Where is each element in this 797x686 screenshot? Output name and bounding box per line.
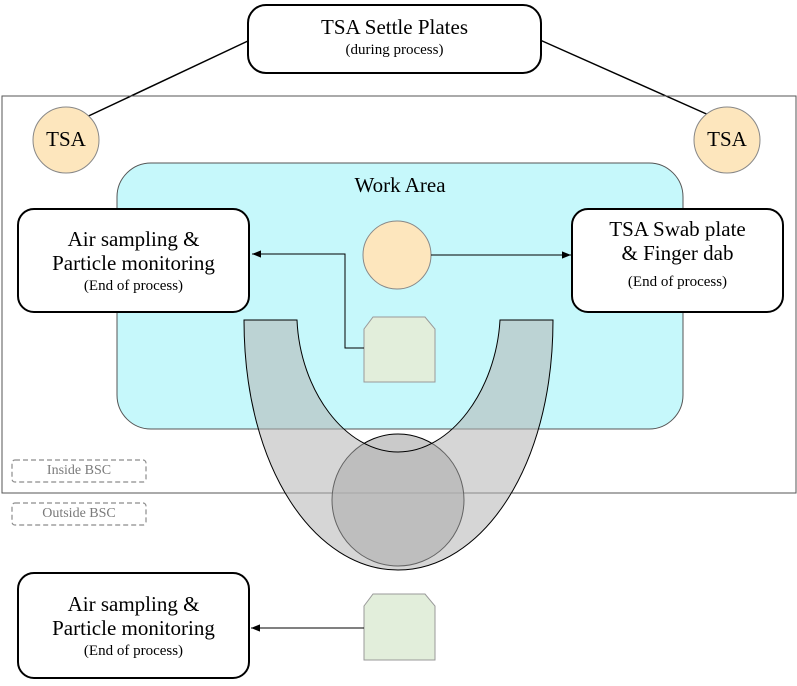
outside-bsc-tag-border: [11, 502, 147, 526]
settle-plates-subtitle: (during process): [345, 42, 444, 59]
outside-bsc-tag: Outside BSC: [42, 506, 116, 521]
air-sampling-inside-note: (End of process): [83, 278, 184, 295]
air-sampling-inside-box: [17, 208, 250, 313]
air-sampling-inside-line2: Particle monitoring: [52, 251, 215, 276]
air-sampling-outside-box: [17, 572, 250, 679]
inside-bsc-tag-border: [11, 459, 147, 483]
air-sampling-outside-line2: Particle monitoring: [52, 616, 215, 641]
connector-right: [539, 39, 721, 121]
tsa-plate-left-label: TSA: [46, 127, 86, 151]
air-sampling-outside-line1: Air sampling &: [67, 592, 200, 616]
air-sampling-outside-note: (End of process): [83, 643, 184, 660]
air-sampling-inside-line1: Air sampling &: [67, 227, 200, 251]
connector-left: [79, 39, 251, 121]
air-sampling-outside-label: Air sampling & Particle monitoring (End …: [18, 592, 249, 661]
swab-plate: [362, 220, 432, 290]
air-sampler-inside: [363, 316, 436, 383]
swab-plate-note: (End of process): [627, 274, 728, 291]
air-sampling-inside-label: Air sampling & Particle monitoring (End …: [18, 227, 249, 296]
settle-plates-box: [247, 4, 542, 74]
operator-body: [243, 319, 554, 571]
arrow-air-inside: [252, 250, 364, 349]
tsa-plate-left: [32, 106, 100, 174]
work-area-label: Work Area: [354, 173, 446, 197]
swab-plate-line2: & Finger dab: [621, 241, 734, 266]
tsa-plate-right: [693, 106, 761, 174]
settle-plates-label: TSA Settle Plates (during process): [248, 15, 541, 59]
swab-plate-label: TSA Swab plate & Finger dab (End of proc…: [572, 217, 783, 292]
swab-plate-box: [571, 208, 784, 313]
swab-plate-line1: TSA Swab plate: [609, 217, 746, 241]
inside-bsc-tag: Inside BSC: [46, 463, 112, 478]
tsa-plate-right-label: TSA: [707, 127, 747, 151]
settle-plates-title: TSA Settle Plates: [321, 15, 468, 39]
air-sampler-outside: [363, 593, 436, 661]
